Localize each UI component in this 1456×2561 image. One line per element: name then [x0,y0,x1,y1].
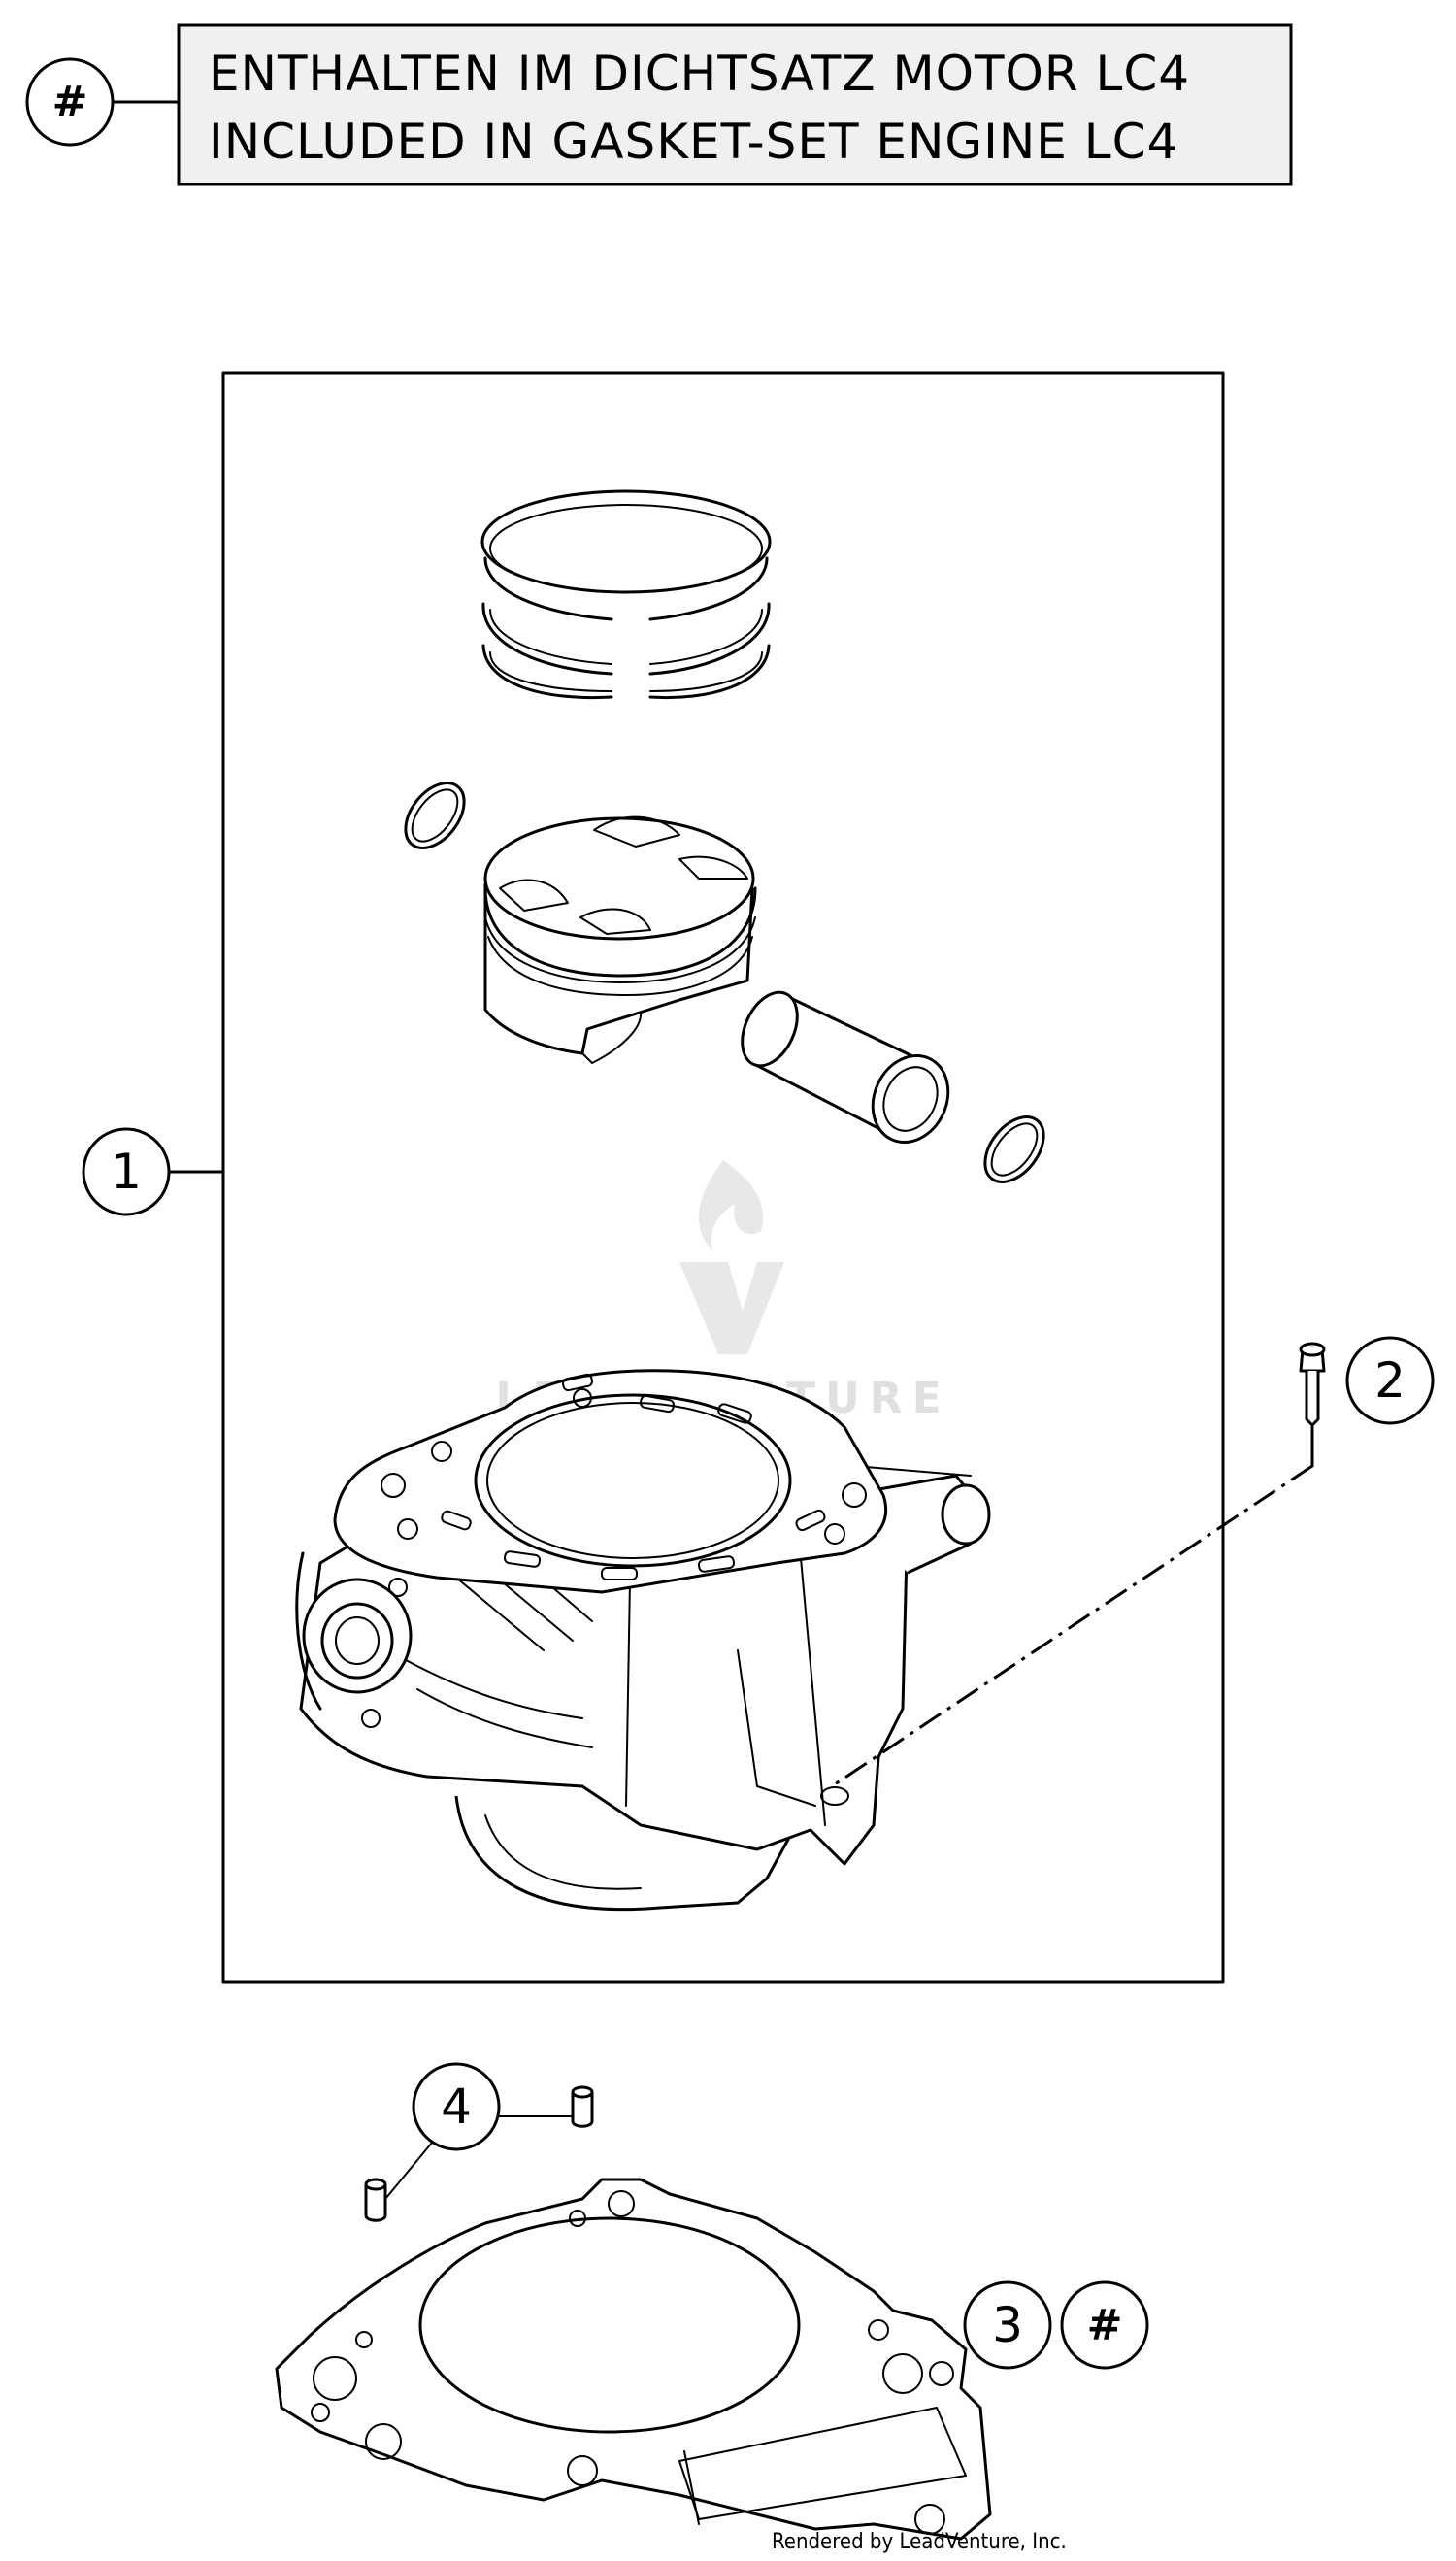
dowel-pin-2 [364,2178,387,2222]
legend-box [177,23,1293,186]
leadventure-flame-logo [679,1160,784,1354]
svg-text:#: # [1087,2301,1123,2350]
cylinder-bolt [834,1342,1326,1786]
piston-rings [480,489,772,700]
legend-line-en: INCLUDED IN GASKET-SET ENGINE LC4 [209,114,1178,170]
svg-text:3: 3 [992,2297,1023,2353]
piston-pin-clip-right [983,1115,1045,1183]
legend-symbol: # [52,78,88,127]
cylinder [295,1369,991,1912]
assembly-frame [221,371,1225,1984]
svg-text:2: 2 [1374,1352,1406,1409]
legend-line-de: ENTHALTEN IM DICHTSATZ MOTOR LC4 [209,46,1190,102]
piston [483,815,757,1064]
callout-3-hash[interactable]: # [1060,2280,1149,2370]
dowel-pin-1 [571,2085,594,2128]
cylinder-base-gasket [275,2178,992,2541]
piston-pin [741,990,950,1145]
piston-pin-clip-left [404,782,466,849]
legend: # ENTHALTEN IM DICHTSATZ MOTOR LC4 INCLU… [25,23,1293,186]
callout-4[interactable]: 4 [384,2062,574,2200]
callout-1[interactable]: 1 [82,1127,225,1216]
svg-text:1: 1 [111,1144,142,1200]
render-credit: Rendered by LeadVenture, Inc. [772,2530,1067,2554]
callout-2[interactable]: 2 [1345,1336,1435,1425]
callout-3[interactable]: 3 [963,2280,1052,2370]
svg-text:4: 4 [441,2079,472,2135]
